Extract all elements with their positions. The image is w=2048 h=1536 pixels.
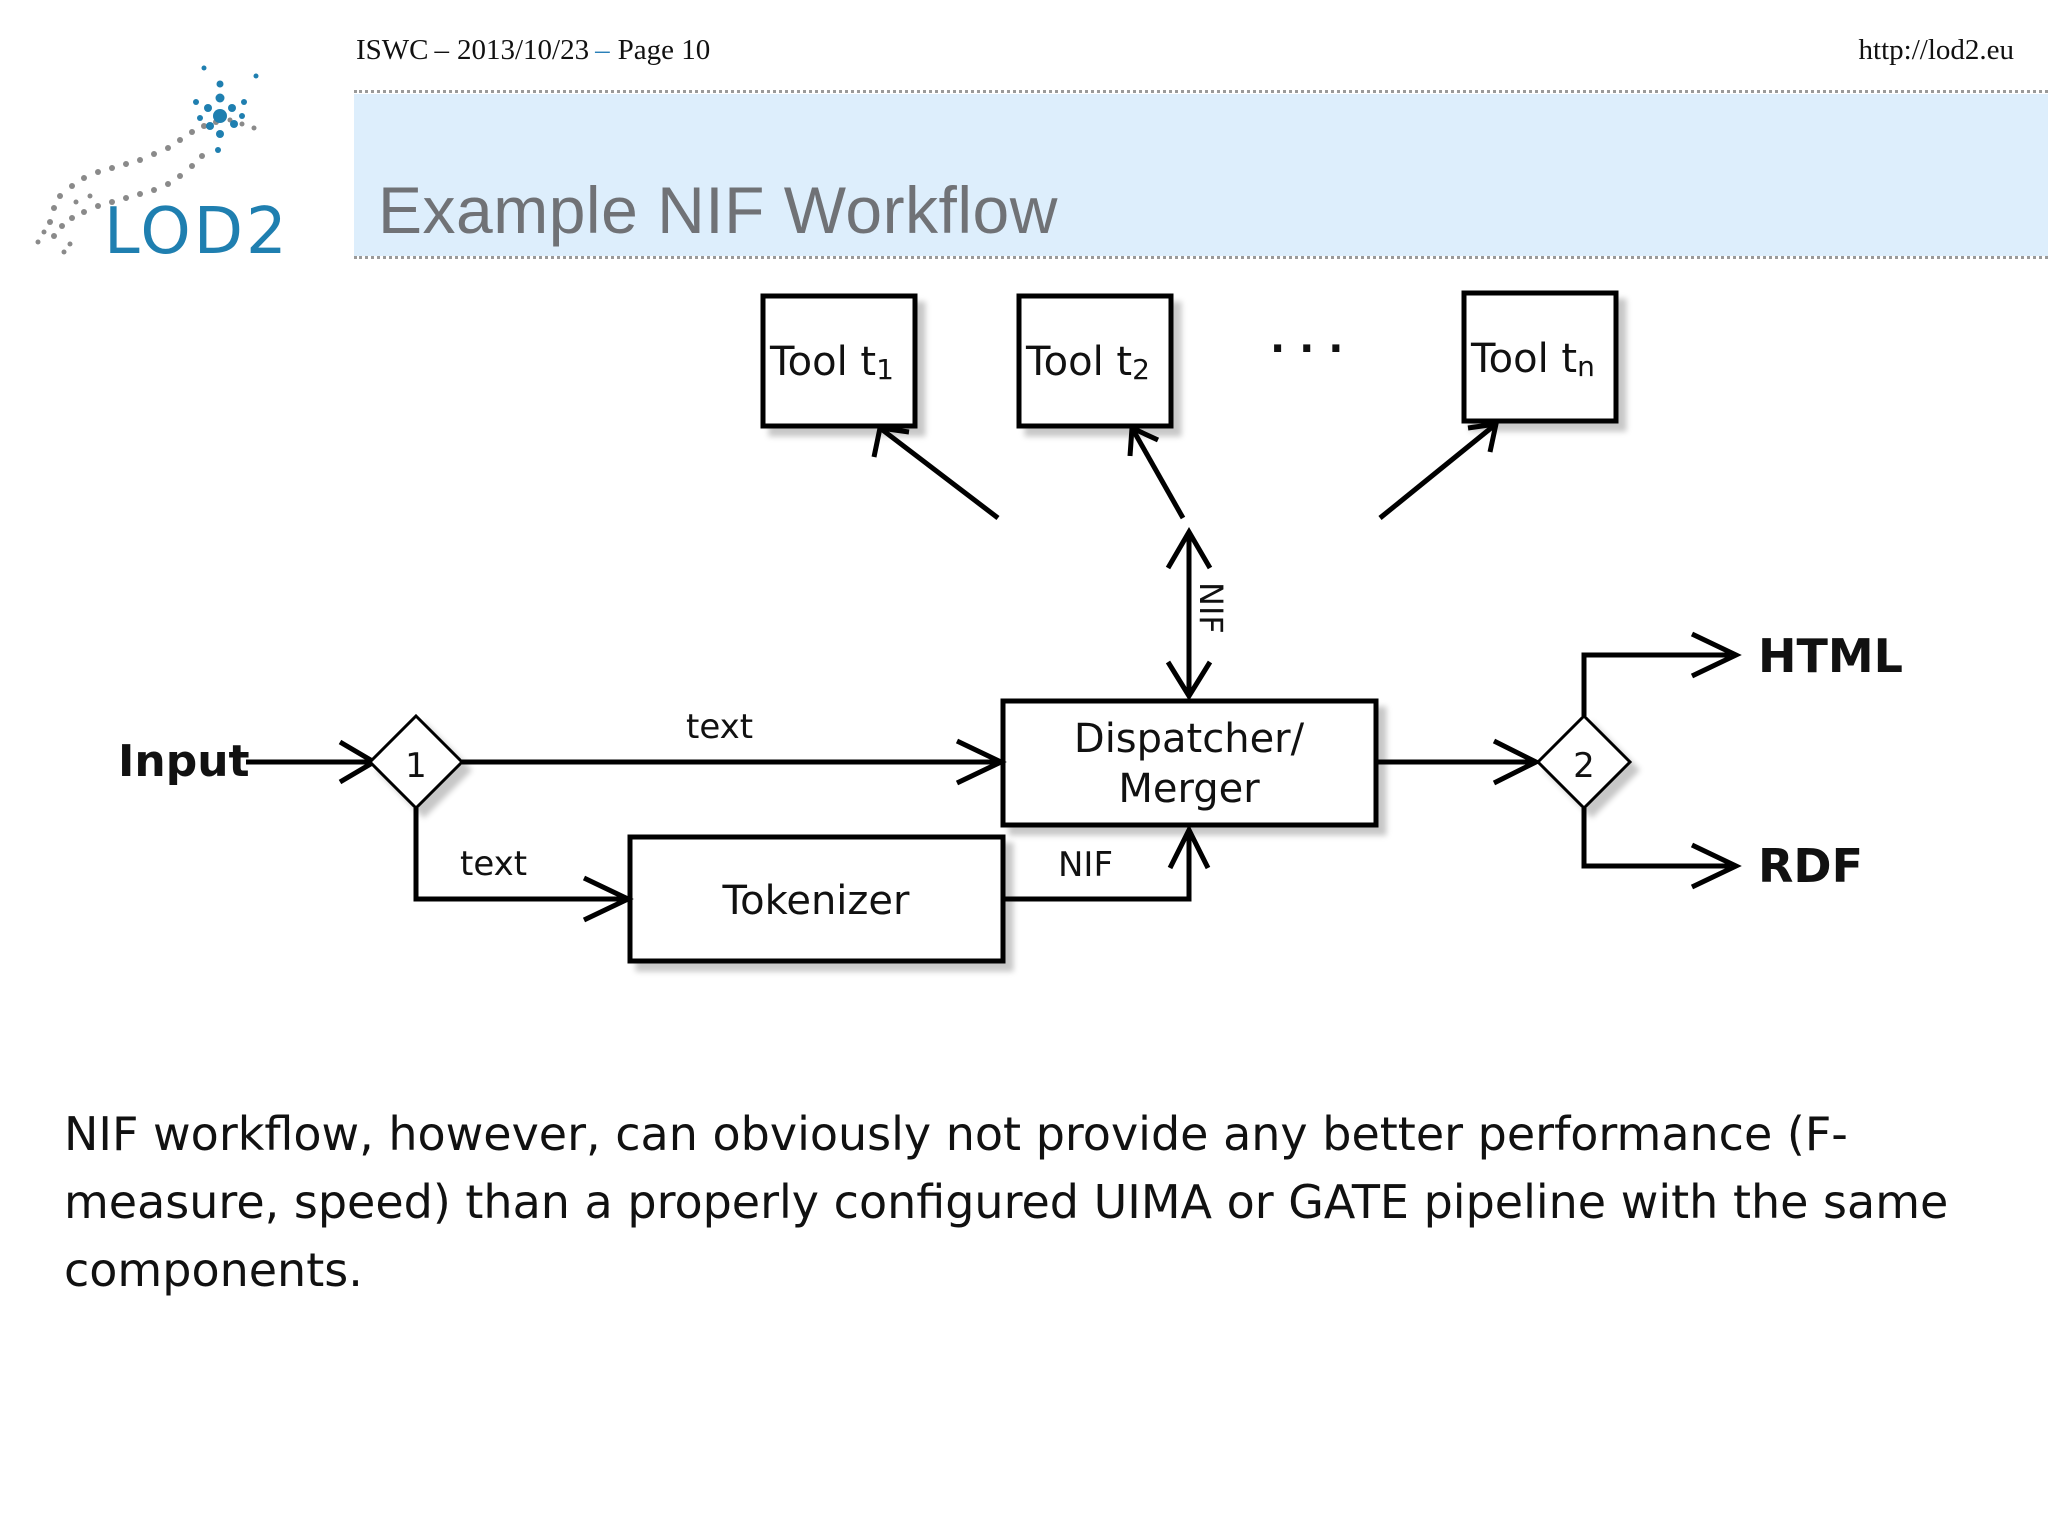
output-rdf-label: RDF [1758,839,1863,893]
bus-nif-label: NIF [1192,582,1230,634]
tool-box-2 [1016,293,1174,429]
header-separator: – [434,34,450,66]
arrowhead [1127,424,1160,457]
tools-ellipsis: · · · [1270,326,1343,372]
logo-star-icon [193,65,259,153]
bus-to-tool-2-arrow [1129,426,1186,520]
logo-text: LOD2 [104,195,290,266]
bus-to-tool-1-arrow [878,426,1000,520]
output-html-label: HTML [1758,629,1903,683]
edge-nif-label: NIF [1058,845,1113,885]
header-meta: ISWC–2013/10/23–Page 10 [356,34,710,67]
decision-2-to-html-arrow [1581,652,1730,716]
tool-2-label: Tool t2 [1025,339,1150,386]
tool-box-1 [760,293,918,429]
input-label: Input [118,736,250,787]
header-divider [354,90,2048,93]
arrowhead [1690,631,1742,679]
slide-title: Example NIF Workflow [378,173,1058,247]
dispatcher-label-line-2: Merger [1118,766,1260,812]
arrowhead [1467,421,1500,453]
decision-1-label: 1 [405,746,427,786]
tool-n-label: Tool tn [1470,336,1595,383]
logo-dots-icon [35,117,257,255]
conference-name: ISWC [356,34,429,66]
decision-2-label: 2 [1573,746,1595,786]
page-number: Page 10 [617,34,711,66]
body-paragraph: NIF workflow, however, can obviously not… [64,1107,1949,1297]
tokenizer-to-dispatcher-arrow [1003,830,1192,902]
tool-box-n [1461,290,1619,424]
dispatcher-label-line-1: Dispatcher/ [1074,716,1305,762]
arrowhead [955,738,1007,786]
arrowhead [1690,842,1742,890]
edge-text-bottom: text [460,844,527,884]
title-divider [354,256,2048,259]
title-band [354,94,2048,256]
tokenizer-label: Tokenizer [722,878,911,924]
arrowhead [582,875,634,923]
slide-date: 2013/10/23 [457,34,590,66]
header-separator: – [595,34,610,66]
lod2-logo: LOD2 [35,65,290,266]
decision-2-to-rdf-arrow [1581,808,1730,869]
arrowhead [1167,824,1211,870]
arrowhead [1165,660,1213,701]
arrowhead [1165,527,1213,570]
tool-1-label: Tool t1 [769,339,894,386]
bus-to-tool-n-arrow [1378,422,1498,520]
edge-text-top: text [686,707,753,747]
header-url[interactable]: http://lod2.eu [1858,34,2014,66]
arrowhead [871,425,910,458]
decision-1-to-tokenizer-arrow [413,808,628,902]
